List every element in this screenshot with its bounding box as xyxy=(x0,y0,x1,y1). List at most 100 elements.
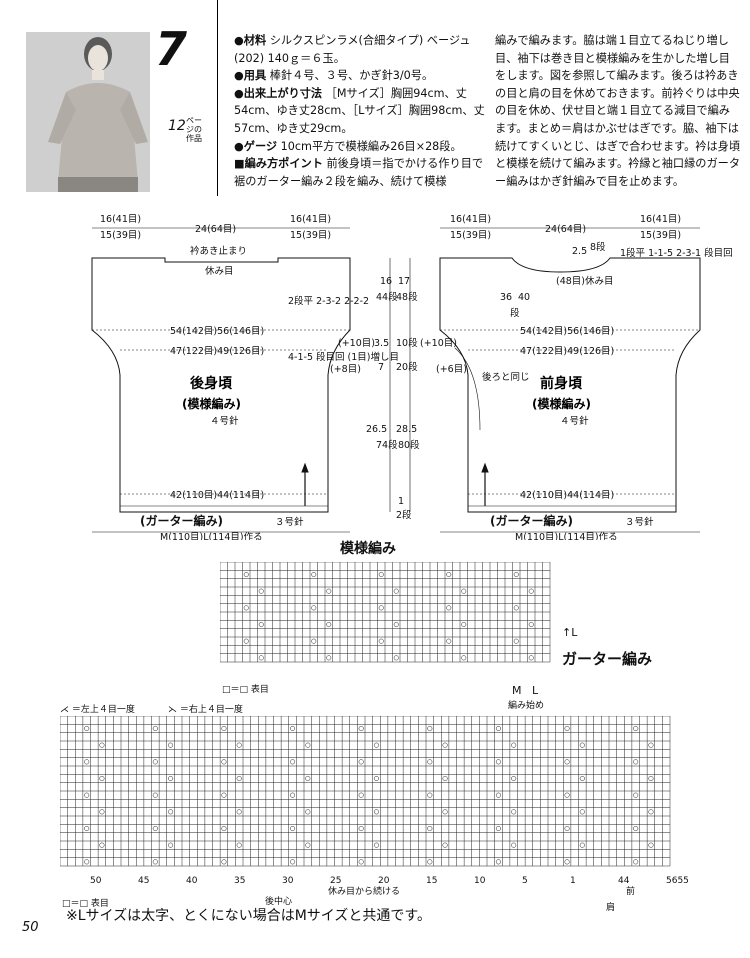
yarn-over-symbol xyxy=(326,655,332,661)
yarn-over-symbol xyxy=(221,725,227,732)
yarn-over-symbol xyxy=(393,588,399,594)
yarn-over-symbol xyxy=(305,809,311,815)
yarn-over-symbol xyxy=(564,825,570,832)
yarn-over-symbol xyxy=(305,775,311,782)
yarn-over-symbol xyxy=(648,775,654,782)
back-width-upper: 54(142目)56(146目) xyxy=(170,326,264,337)
points-text-1: 前後身頃＝指でかける作り目で裾のガーター編み２段を編み、続けて模様 xyxy=(234,157,484,188)
footer-note: ※Lサイズは太字、とくにない場合はMサイズと共通です。 xyxy=(66,908,431,924)
back-inc-note: 4-1-5 段目回 (1目)増し目 xyxy=(288,351,399,363)
tools-text: 棒針４号、３号、かぎ針3/0号。 xyxy=(269,69,434,83)
yarn-over-symbol xyxy=(84,792,90,798)
yarn-over-symbol xyxy=(168,775,174,782)
yarn-over-symbol xyxy=(633,859,639,865)
yarn-over-symbol xyxy=(84,825,90,832)
yarn-over-symbol xyxy=(461,588,467,594)
yarn-over-symbol xyxy=(528,588,534,594)
yarn-over-symbol xyxy=(243,572,249,577)
yarn-over-symbol xyxy=(84,725,90,732)
center-sleeve-rows: 10段 xyxy=(396,337,418,349)
front-shoulder-left-l-label: 15(39目) xyxy=(450,230,491,241)
chart2-col-label: 45 xyxy=(138,876,150,886)
chart1-legend: □＝□ 表目 xyxy=(222,685,269,695)
yarn-over-symbol xyxy=(446,572,452,577)
yarn-over-symbol xyxy=(373,775,379,782)
yarn-over-symbol xyxy=(528,655,534,661)
chart1-grid xyxy=(220,562,551,663)
yarn-over-symbol xyxy=(243,638,249,644)
yarn-over-symbol xyxy=(427,825,433,832)
yarn-over-symbol xyxy=(511,742,517,748)
yarn-over-symbol xyxy=(290,759,296,765)
yarn-over-symbol xyxy=(446,605,452,611)
yarn-over-symbol xyxy=(221,825,227,832)
page-number: 50 xyxy=(22,920,39,935)
chart1-title: 模様編み xyxy=(340,541,396,557)
front-cast-on: M(110目)L(114目)作る xyxy=(515,531,618,540)
yarn-over-symbol xyxy=(442,742,448,748)
yarn-over-symbol xyxy=(99,842,105,848)
front-plus10: (+10目) xyxy=(420,338,457,349)
yarn-over-symbol xyxy=(243,605,249,611)
yarn-over-symbol xyxy=(461,655,467,661)
yarn-over-symbol xyxy=(378,638,384,644)
page-reference-number: 12 xyxy=(168,118,186,134)
yarn-over-symbol xyxy=(326,622,332,627)
back-garter: (ガーター編み) xyxy=(140,513,223,528)
yarn-over-symbol xyxy=(358,859,364,865)
yarn-over-symbol xyxy=(648,742,654,748)
yarn-over-symbol xyxy=(290,725,296,732)
yarn-over-symbol xyxy=(236,842,242,848)
yarn-over-symbol xyxy=(152,725,158,732)
right-4-together-icon: ⋋ xyxy=(168,705,177,715)
center-sleeve-m: 3.5 xyxy=(374,338,389,349)
chart2-front-label: 前 xyxy=(626,887,636,897)
yarn-over-symbol xyxy=(358,825,364,832)
yarn-over-symbol xyxy=(168,842,174,848)
yarn-over-symbol xyxy=(633,792,639,798)
front-neck-depth-rows: 8段 xyxy=(590,241,606,253)
yarn-over-symbol xyxy=(358,759,364,765)
model-figure-image xyxy=(26,32,150,192)
front-shoulder-right-label: 16(41目) xyxy=(640,214,681,225)
front-garter-needle: ３号針 xyxy=(625,516,654,528)
front-shoulder-right-l-label: 15(39目) xyxy=(640,230,681,241)
chart1-size-l: L xyxy=(532,684,539,697)
yarn-over-symbol xyxy=(152,859,158,865)
chart2-col-label: 40 xyxy=(186,876,198,886)
back-shoulder-right-label: 16(41目) xyxy=(290,214,331,225)
yarn-over-symbol xyxy=(358,725,364,732)
yarn-over-symbol xyxy=(378,572,384,577)
yarn-over-symbol xyxy=(152,759,158,765)
yarn-over-symbol xyxy=(258,588,264,594)
yarn-over-symbol xyxy=(99,742,105,748)
yarn-over-symbol xyxy=(495,792,501,798)
yarn-over-symbol xyxy=(152,825,158,832)
gauge-label: ●ゲージ xyxy=(234,139,278,153)
left-4-together-icon: ⋌ xyxy=(60,705,69,715)
front-title: 前身頃 xyxy=(540,375,583,392)
back-needle: ４号針 xyxy=(210,415,239,427)
yarn-over-symbol xyxy=(311,605,317,611)
chart2-col-label: 30 xyxy=(282,876,294,886)
yarn-over-symbol xyxy=(528,622,534,627)
yarn-over-symbol xyxy=(84,859,90,865)
yarn-over-symbol xyxy=(99,809,105,815)
front-body-outline xyxy=(439,257,701,513)
yarn-over-symbol xyxy=(258,622,264,627)
instructions-column-1: ●材料 シルクスピンラメ(合細タイプ) ベージュ(202) 140ｇ＝６玉。 ●… xyxy=(234,32,490,190)
yarn-over-symbol xyxy=(290,859,296,865)
chart2-col-label: 10 xyxy=(474,876,486,886)
size-label: ●出来上がり寸法 xyxy=(234,86,323,100)
yarn-over-symbol xyxy=(305,742,311,748)
chart2-legend-b: ⋋ ＝右上４目一度 xyxy=(168,702,243,715)
materials-text: シルクスピンラメ(合細タイプ) ベージュ(202) 140ｇ＝６玉。 xyxy=(234,34,471,65)
body-diagrams: 16(41目) 15(39目) 24(64目) 16(41目) 15(39目) … xyxy=(91,214,733,540)
yarn-over-symbol xyxy=(326,588,332,594)
front-width-bottom: 42(110目)44(114目) xyxy=(520,490,614,501)
chart1-size-m: M xyxy=(512,684,522,697)
center-mid-rows: 20段 xyxy=(396,361,418,373)
front-center-rest: (48目)休み目 xyxy=(556,275,614,287)
yarn-over-symbol xyxy=(221,792,227,798)
back-garter-needle: ３号針 xyxy=(275,516,304,528)
